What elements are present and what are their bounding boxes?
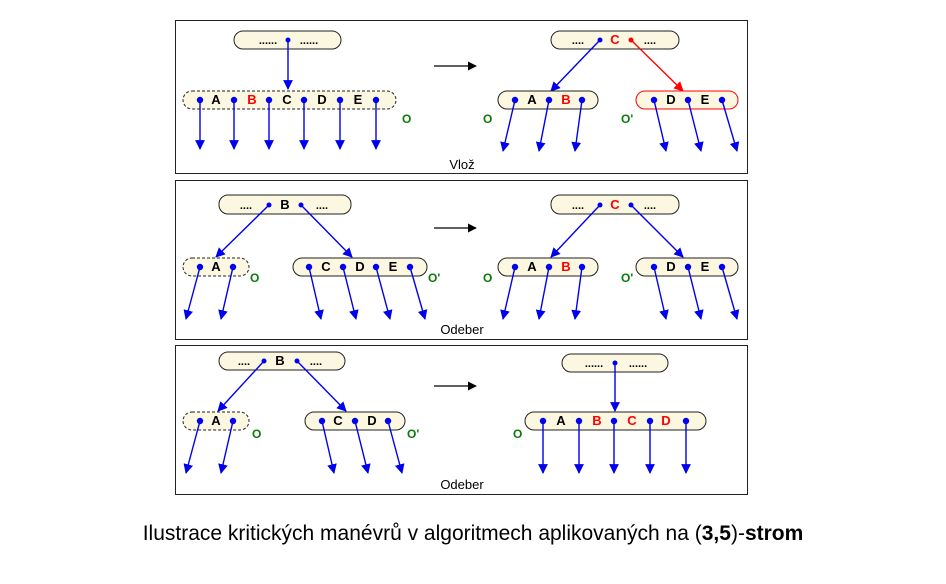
node-key: ....: [310, 356, 322, 368]
node-key: ....: [240, 200, 252, 212]
node-top: [218, 194, 352, 215]
node-key: ....: [238, 356, 250, 368]
node-key: E: [354, 92, 363, 107]
caption-text: Ilustrace kritických manévrů v algoritme…: [142, 522, 702, 545]
panel-insert: ...... ...... A B C D E O .... C .... A …: [175, 20, 748, 174]
node-label: O: [483, 271, 492, 285]
node-key: D: [317, 92, 326, 107]
node-key: C: [282, 92, 292, 107]
node-key-red: C: [610, 32, 620, 47]
node-key-red: B: [561, 259, 570, 274]
node-key: C: [321, 259, 331, 274]
node-key: ....: [644, 200, 656, 212]
node-label: O': [621, 271, 633, 285]
node-sibling: [292, 257, 428, 277]
node-key: D: [367, 413, 376, 428]
node-key: A: [527, 259, 537, 274]
node-key: E: [701, 92, 710, 107]
node-key: E: [389, 259, 398, 274]
node-label: O: [402, 112, 411, 126]
panel-label: Odeber: [440, 322, 484, 337]
node-key: A: [527, 92, 537, 107]
caption-text: )-: [730, 522, 745, 545]
node-key: ......: [300, 35, 318, 47]
node-key-red: D: [661, 413, 670, 428]
insert-diagram: ...... ...... A B C D E O .... C .... A …: [182, 30, 740, 172]
node-key: A: [211, 259, 221, 274]
node-key: A: [211, 92, 221, 107]
node-key: ......: [585, 358, 603, 370]
node-key: B: [275, 353, 284, 368]
node-key: E: [701, 259, 710, 274]
node-key: ......: [629, 358, 647, 370]
figure-caption: Ilustrace kritických manévrů v algoritme…: [0, 522, 946, 546]
node-label: O': [407, 427, 419, 441]
node-label: O: [250, 271, 259, 285]
caption-bold: strom: [744, 522, 804, 545]
node-overflow: [182, 90, 397, 110]
node-key: D: [355, 259, 364, 274]
node-label: O: [483, 112, 492, 126]
remove-diagram-2: .... B .... A O C D O' ...... ...... A B…: [182, 351, 707, 492]
panel-remove-2: .... B .... A O C D O' ...... ...... A B…: [175, 345, 748, 495]
node-key: A: [211, 413, 221, 428]
node-label: O': [428, 271, 440, 285]
panel-label: Vlož: [449, 157, 474, 172]
node-key: ....: [572, 200, 584, 212]
panel-remove-1: .... B .... A O C D E O' .... C .... A B…: [175, 180, 748, 340]
node-top: [550, 30, 680, 50]
node-key: ....: [572, 35, 584, 47]
node-key: D: [666, 259, 675, 274]
node-key-red: B: [561, 92, 570, 107]
node-key: C: [333, 413, 343, 428]
node-key-red: C: [627, 413, 637, 428]
node-key: ....: [644, 35, 656, 47]
node-label: O: [252, 427, 261, 441]
node-label: O: [513, 427, 522, 441]
node-key-red: C: [610, 197, 620, 212]
node-key: B: [280, 197, 289, 212]
node-key-red: B: [592, 413, 601, 428]
node-key: ....: [316, 200, 328, 212]
node-top: [550, 194, 680, 215]
node-key: ......: [259, 35, 277, 47]
node-top: [218, 351, 346, 371]
panel-label: Odeber: [440, 477, 484, 492]
remove-diagram-1: .... B .... A O C D E O' .... C .... A B…: [182, 194, 740, 337]
caption-bold: 3,5: [701, 522, 731, 545]
node-label: O': [621, 112, 633, 126]
node-key-red: B: [247, 92, 256, 107]
node-key: A: [556, 413, 566, 428]
node-key: D: [666, 92, 675, 107]
